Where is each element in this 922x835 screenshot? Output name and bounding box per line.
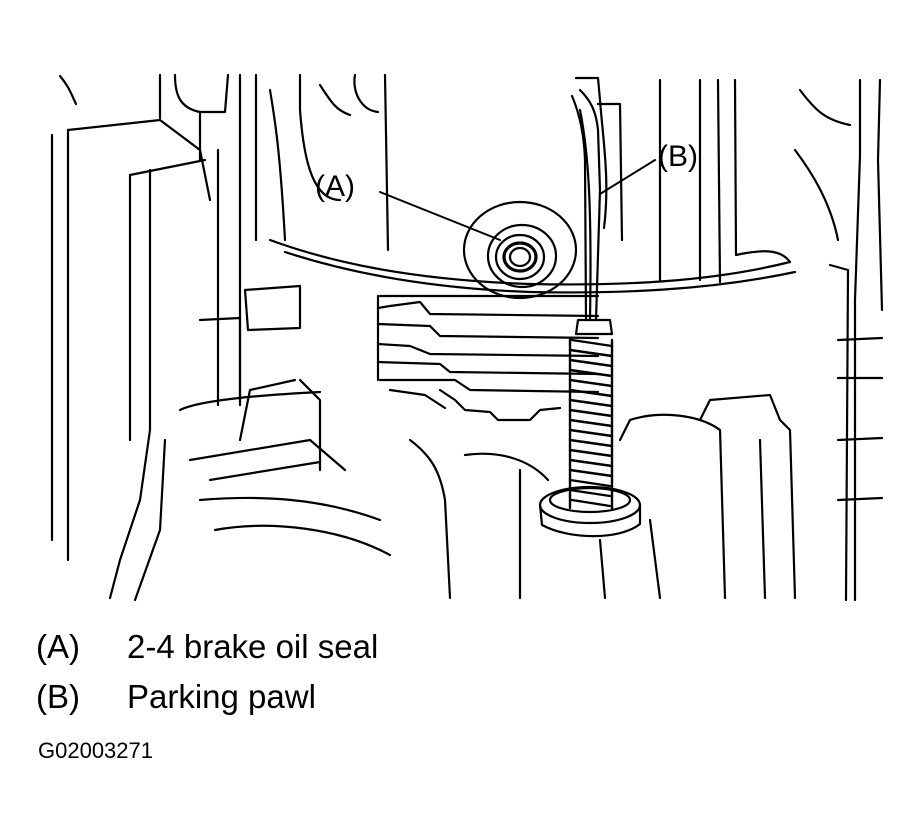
callout-b-label: (B) (658, 140, 698, 173)
legend-label-b: Parking pawl (127, 678, 316, 715)
figure-id: G02003271 (38, 738, 153, 763)
callout-a-label: (A) (315, 170, 355, 203)
legend-item-a: (A) 2-4 brake oil seal (36, 622, 378, 672)
legend-label-a: 2-4 brake oil seal (127, 628, 379, 665)
legend-key-b: (B) (36, 678, 80, 715)
transmission-illustration: (A) (B) (50, 73, 884, 602)
legend-item-b: (B) Parking pawl (36, 672, 378, 722)
legend: (A) 2-4 brake oil seal (B) Parking pawl (36, 622, 378, 722)
legend-key-a: (A) (36, 628, 80, 665)
